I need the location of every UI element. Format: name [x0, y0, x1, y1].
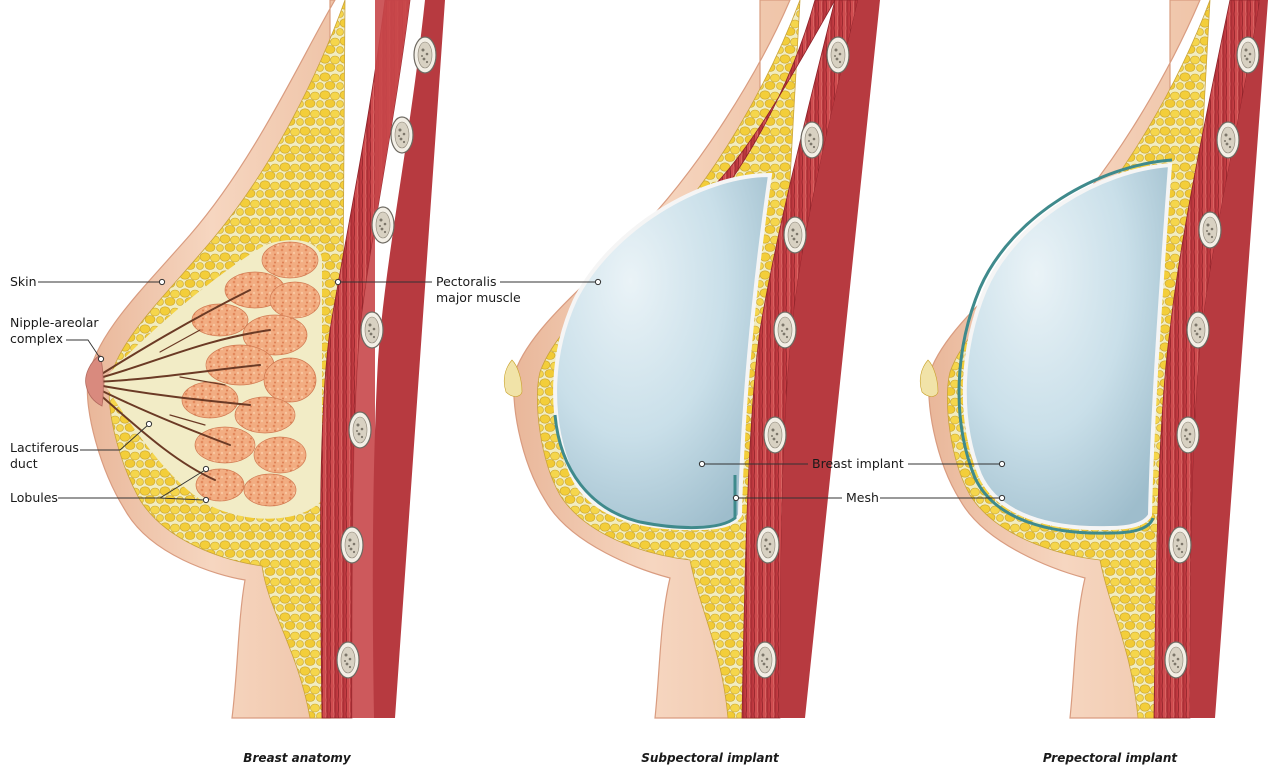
caption-subpectoral-implant: Subpectoral implant — [641, 751, 780, 765]
label-lactiferous-line2: duct — [10, 456, 38, 471]
label-pectoralis-line2: major muscle — [436, 290, 521, 305]
rib-icon — [414, 37, 436, 73]
label-mesh: Mesh — [846, 490, 879, 505]
label-skin: Skin — [10, 274, 37, 289]
label-lobules: Lobules — [10, 490, 58, 505]
label-breast-implant: Breast implant — [812, 456, 904, 471]
label-pectoralis-line1: Pectoralis — [436, 274, 496, 289]
annotation-skin: Skin — [10, 274, 165, 289]
annotation-nipple-areolar-complex: Nipple-areolar complex — [10, 315, 104, 362]
panel-breast-anatomy — [86, 0, 445, 718]
subpectoral-breast-implant — [555, 175, 770, 528]
label-nipple-areolar-line2: complex — [10, 331, 63, 346]
prepectoral-breast-implant — [965, 165, 1170, 528]
caption-breast-anatomy: Breast anatomy — [243, 751, 352, 765]
panel-prepectoral-implant — [920, 0, 1268, 718]
panel-subpectoral-implant — [504, 0, 880, 718]
label-lactiferous-line1: Lactiferous — [10, 440, 79, 455]
label-nipple-areolar-line1: Nipple-areolar — [10, 315, 99, 330]
annotation-pectoralis-major-muscle: Pectoralis major muscle — [335, 274, 600, 305]
caption-prepectoral-implant: Prepectoral implant — [1043, 751, 1179, 765]
